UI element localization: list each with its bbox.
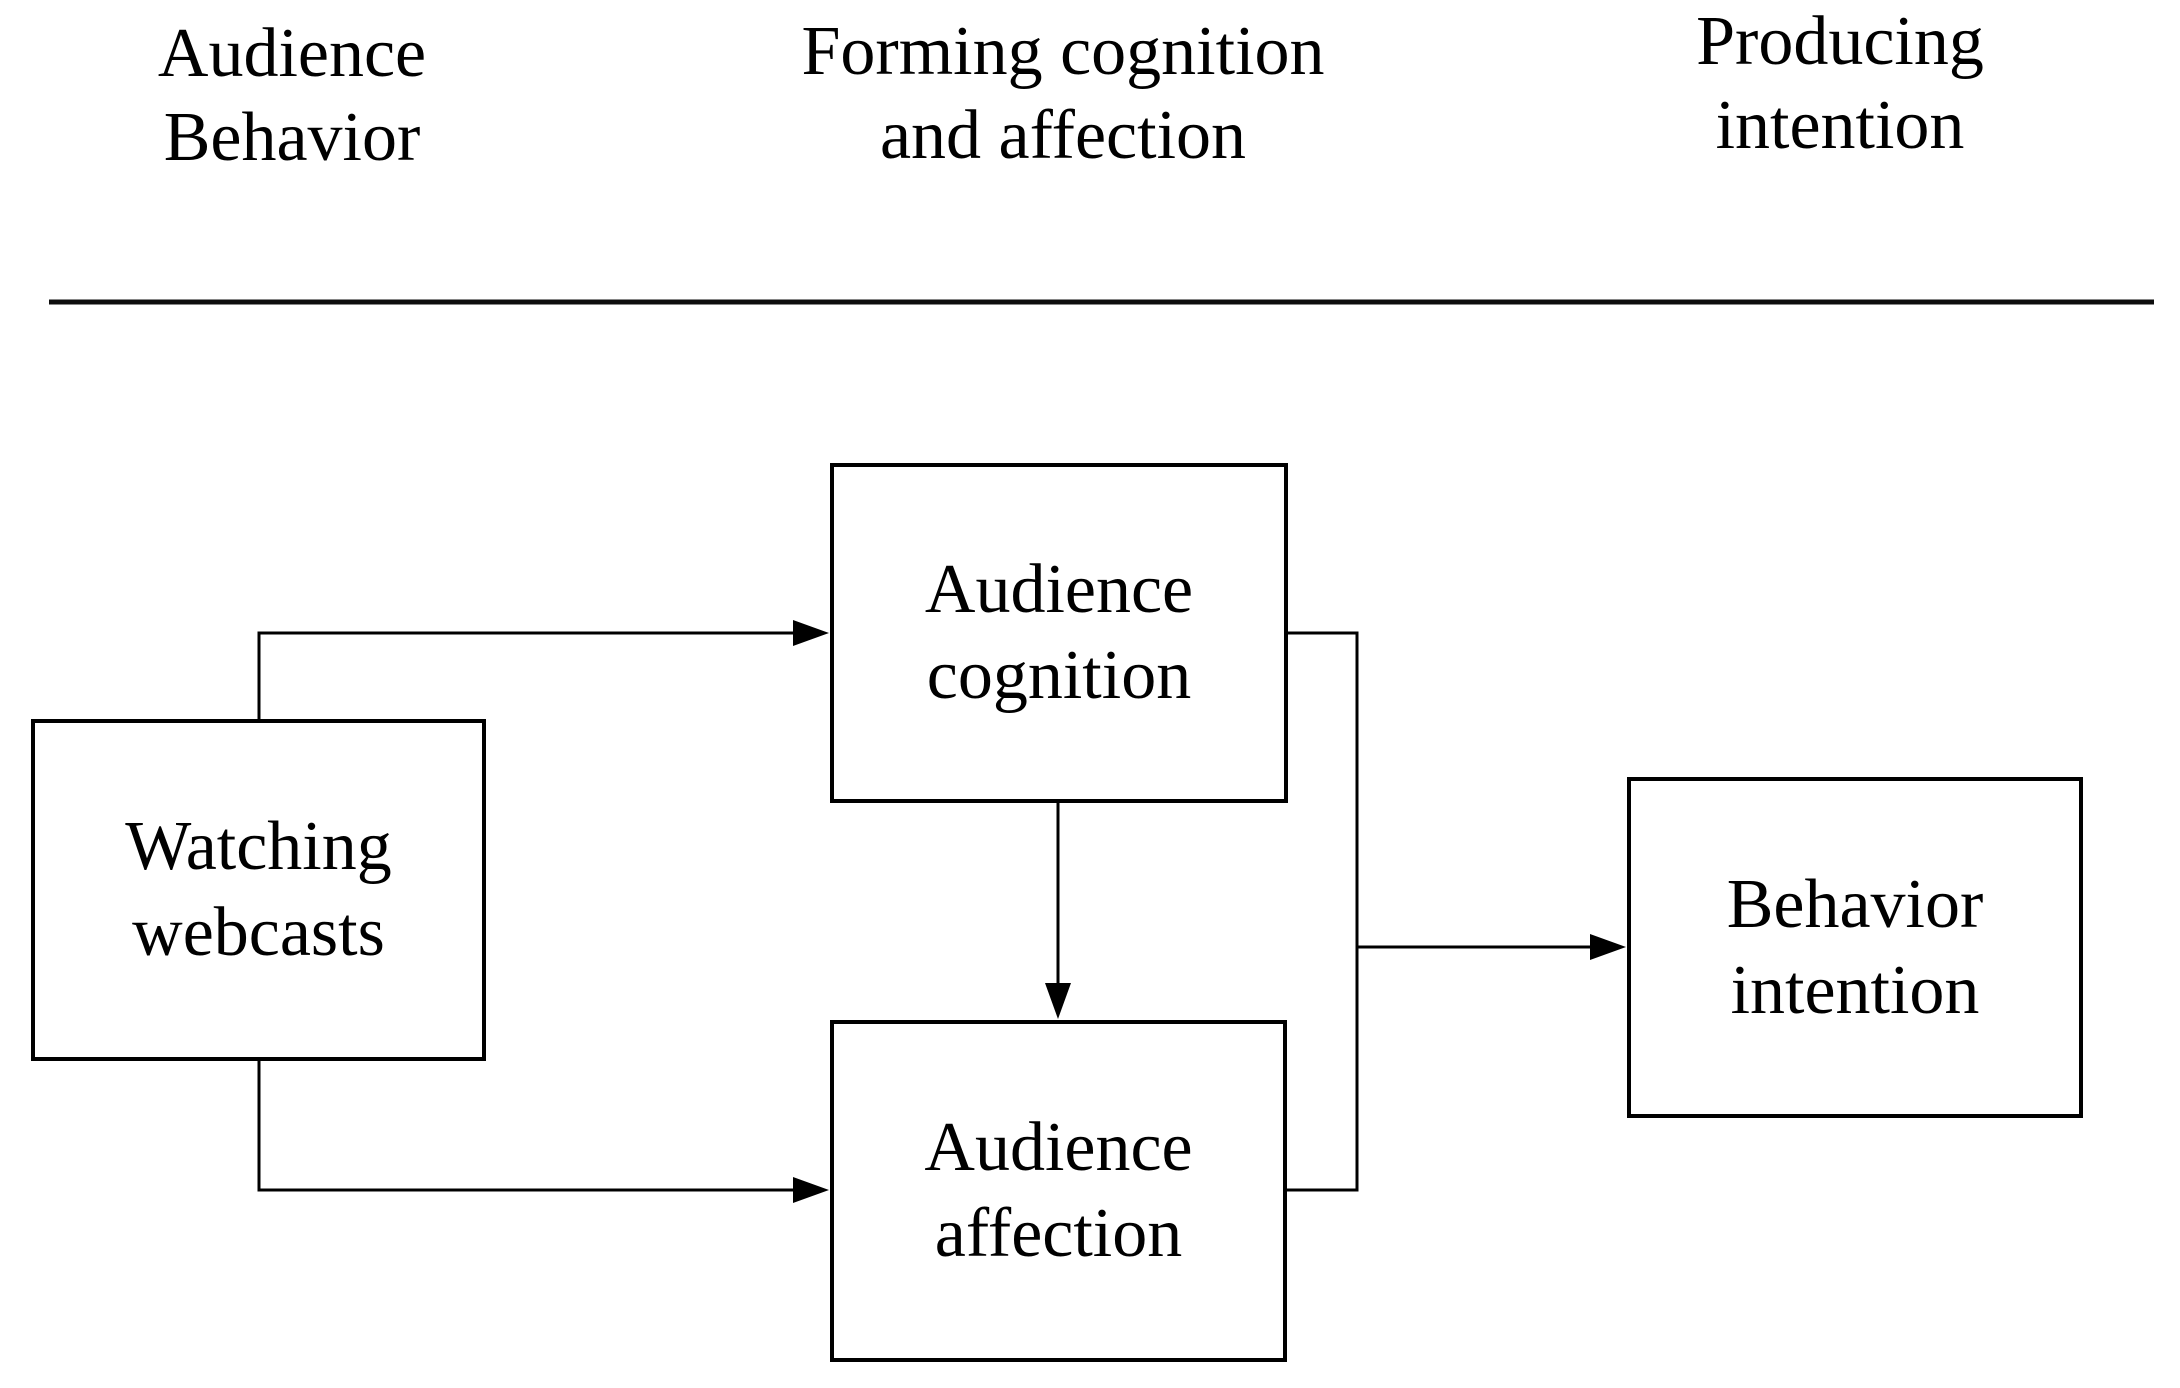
edge-merge-rail [1287, 631, 1359, 1192]
column-header-line: Producing [1696, 3, 1984, 80]
edge-watching-to-cognition [257, 620, 829, 719]
column-header-line: and affection [879, 97, 1247, 174]
edge-watching-to-affection [257, 1061, 829, 1203]
node-label-line: Watching [125, 808, 392, 885]
node-label: Audience cognition [925, 547, 1193, 719]
arrowhead-right-icon [793, 620, 829, 646]
node-behavior-intention: Behavior intention [1627, 777, 2083, 1118]
node-label-line: webcasts [132, 894, 385, 971]
column-header-line: Audience [157, 15, 427, 92]
node-label-line: Audience [924, 551, 1194, 628]
column-header-line: Forming cognition [801, 13, 1325, 90]
arrowhead-right-icon [1590, 934, 1626, 960]
column-header-audience-behavior: Audience Behavior [42, 12, 542, 180]
node-label-line: Behavior [1726, 865, 1984, 943]
node-label-line: Audience [924, 1109, 1193, 1186]
node-label-line: affection [934, 1195, 1183, 1272]
node-audience-cognition: Audience cognition [830, 463, 1288, 803]
node-label: Watching webcasts [125, 804, 392, 976]
node-label-line: cognition [926, 637, 1192, 714]
node-label-line: intention [1730, 951, 1980, 1029]
edge-merge-to-behavior [1357, 934, 1626, 960]
node-label: Behavior intention [1727, 862, 1984, 1034]
column-header-forming-cognition-affection: Forming cognition and affection [713, 10, 1413, 178]
arrowhead-down-icon [1045, 983, 1071, 1019]
edge-cognition-to-affection [1045, 803, 1071, 1019]
arrowhead-right-icon [793, 1177, 829, 1203]
node-label: Audience affection [924, 1105, 1192, 1277]
node-audience-affection: Audience affection [830, 1020, 1287, 1362]
column-header-line: Behavior [163, 99, 421, 176]
node-watching-webcasts: Watching webcasts [31, 719, 486, 1061]
column-header-line: intention [1715, 87, 1965, 164]
column-header-producing-intention: Producing intention [1590, 0, 2090, 168]
